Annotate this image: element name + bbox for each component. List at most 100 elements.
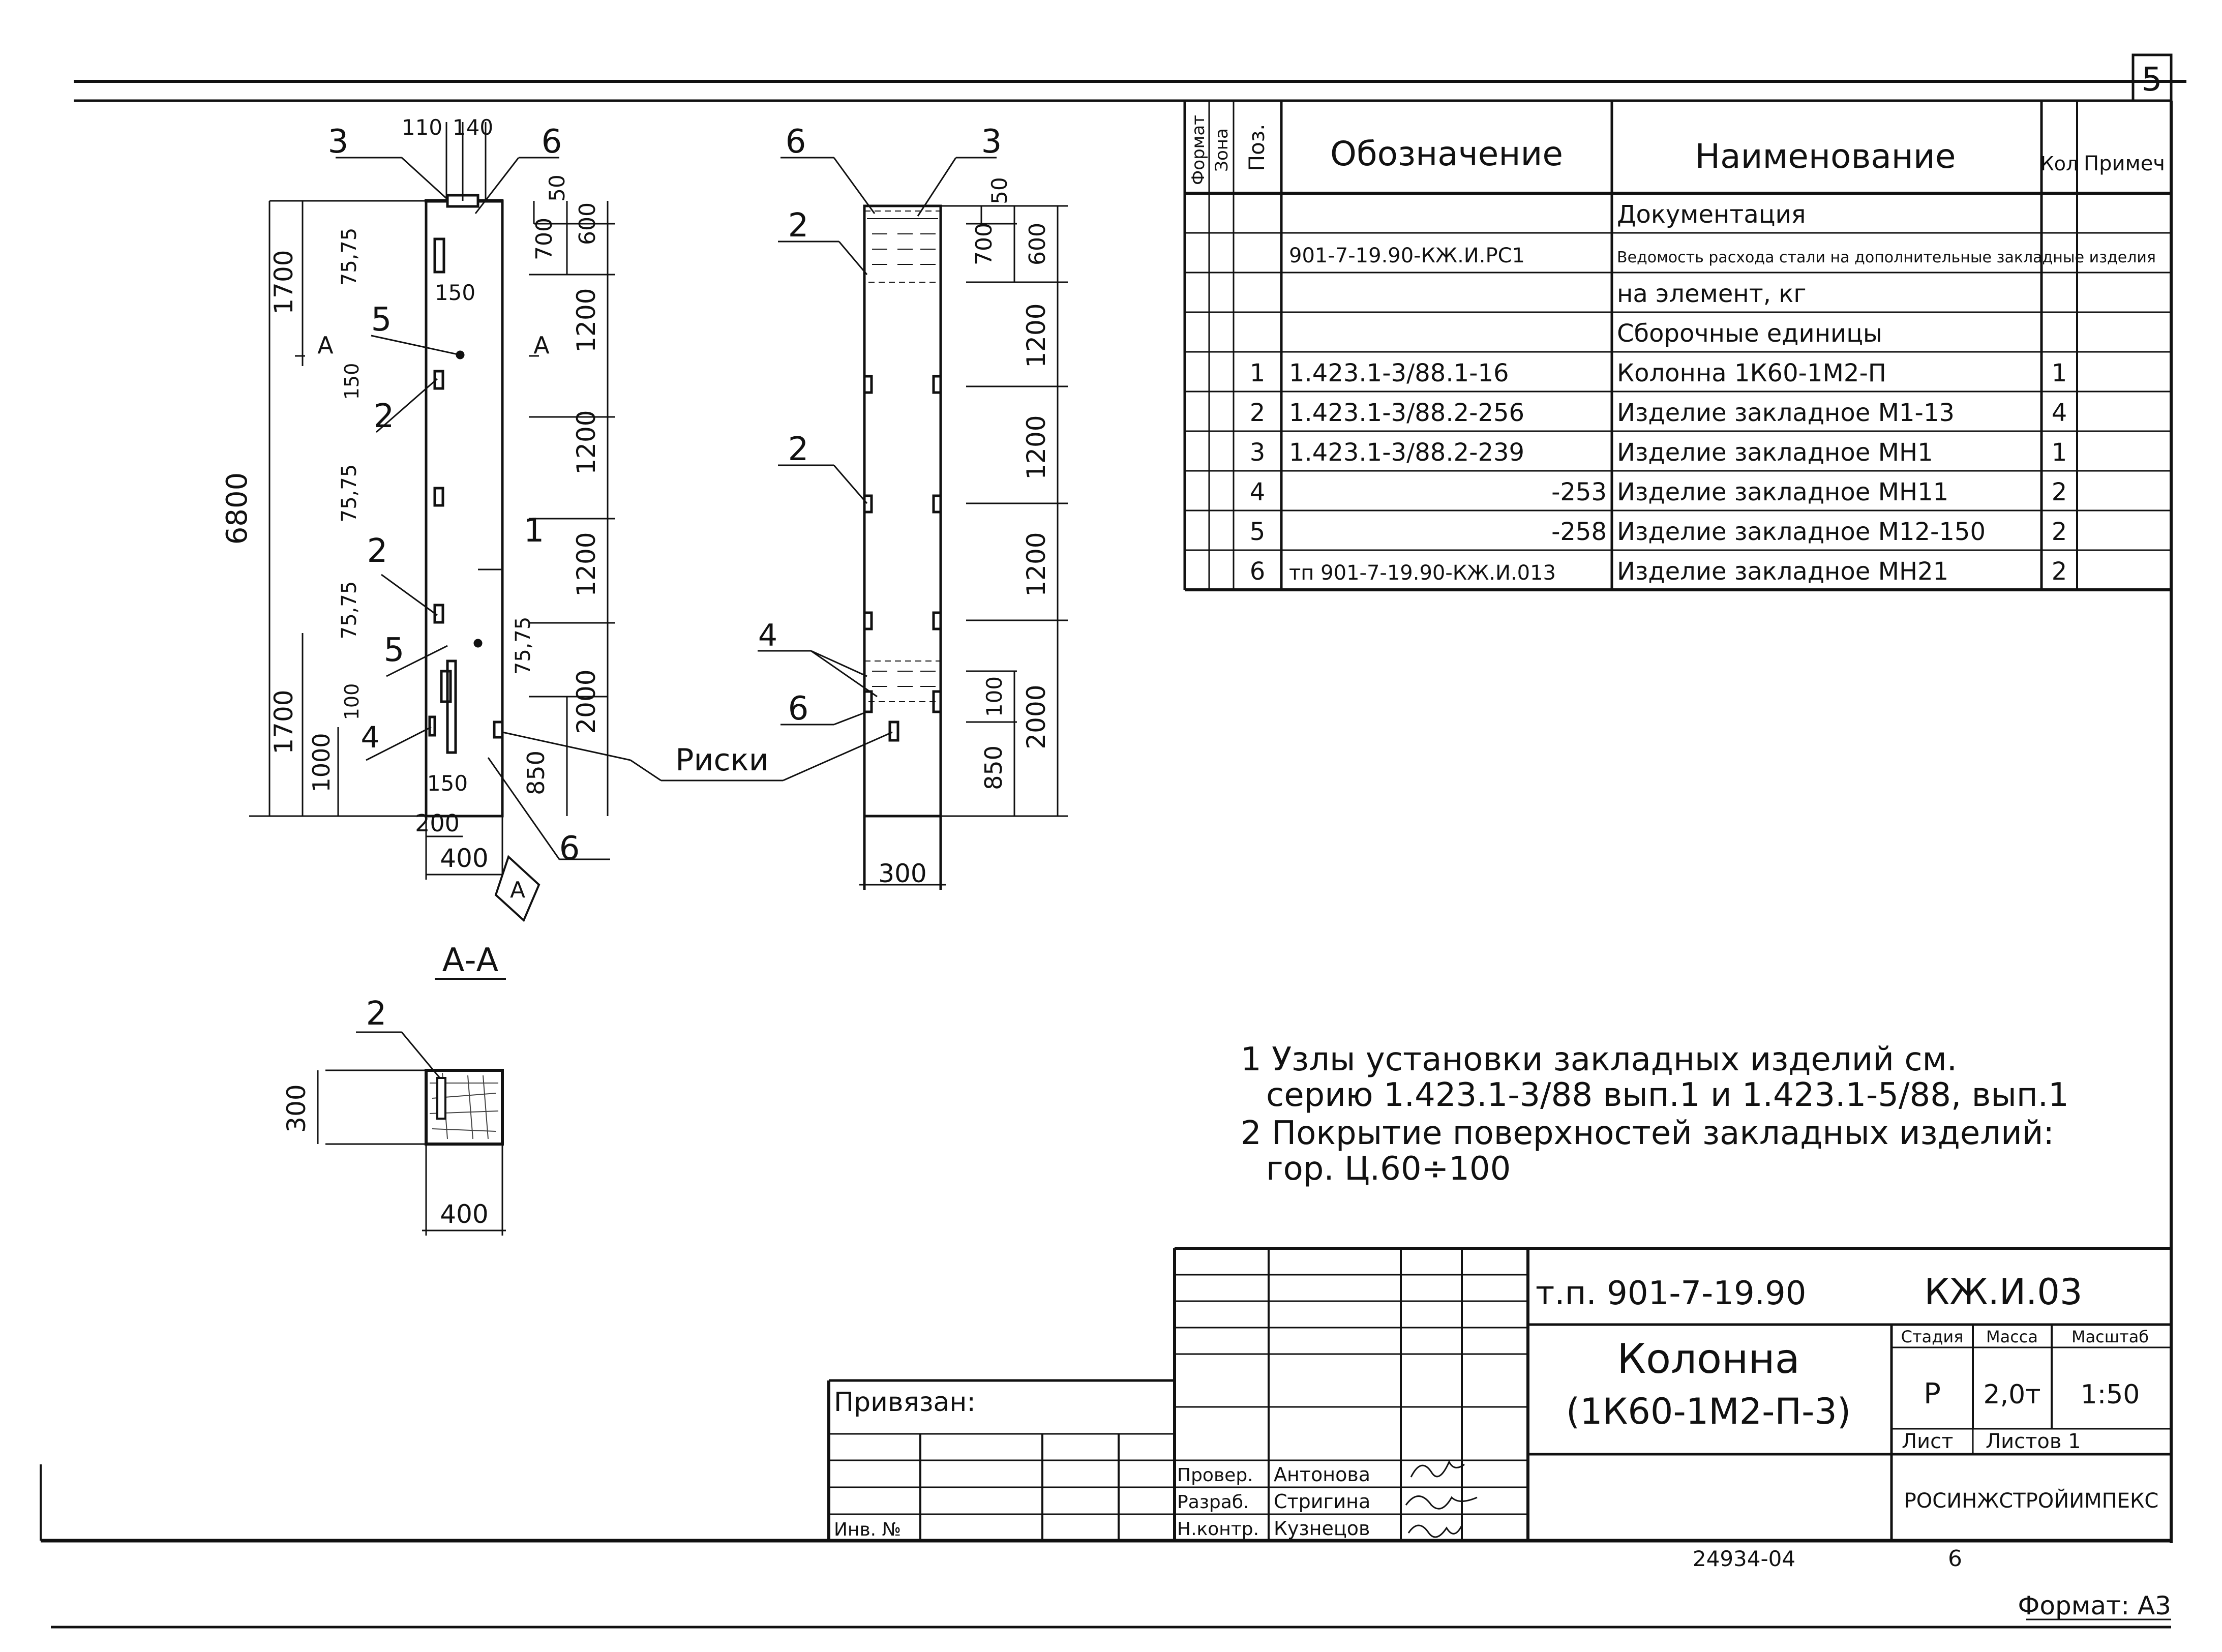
section-title: А-А <box>442 942 499 979</box>
tb-person-3: Кузнецов <box>1274 1517 1370 1540</box>
tb-stage: Р <box>1924 1377 1941 1410</box>
pos-label-r4: 4 <box>758 618 777 653</box>
dim-r50: 50 <box>987 177 1012 204</box>
spec-cell-name: Изделие закладное М1-13 <box>1617 399 1955 427</box>
spec-row: Документация <box>1617 200 1806 229</box>
dim-150-bottom: 150 <box>427 771 468 796</box>
pos-label-6: 6 <box>542 123 562 161</box>
spec-cell-pos: 2 <box>1250 399 1266 427</box>
column-elevation-left <box>425 194 504 818</box>
dim-1200-c: 1200 <box>572 532 601 596</box>
tb-code: КЖ.И.03 <box>1924 1271 2082 1313</box>
spec-cell-name: Документация <box>1617 200 1806 229</box>
footer-stamp: 24934-04 <box>1693 1546 1795 1571</box>
sheet-number: 5 <box>2142 61 2163 99</box>
pos-label-5b: 5 <box>384 632 405 669</box>
dim-6800: 6800 <box>221 472 254 545</box>
dim-r1200a: 1200 <box>1022 303 1051 368</box>
tb-scale: 1:50 <box>2081 1379 2140 1410</box>
left-dimension-lines <box>249 122 615 880</box>
column-elevation-right <box>859 204 946 890</box>
tb-role-2: Разраб. <box>1177 1492 1249 1513</box>
pos-label-r3: 3 <box>981 123 1002 161</box>
spec-cell-designation: 1.423.1-3/88.2-256 <box>1289 399 1524 427</box>
footer-format: Формат: А3 <box>2018 1591 2171 1620</box>
section-a-a <box>317 1031 506 1236</box>
section-marker-a-label: А <box>510 877 525 903</box>
spec-hdr-name: Наименование <box>1695 137 1956 176</box>
note-line-4: гор. Ц.60÷100 <box>1266 1150 1511 1188</box>
spec-cell-name: на элемент, кг <box>1617 280 1806 308</box>
spec-row: на элемент, кг <box>1617 280 1806 308</box>
tb-title-2: (1К60-1М2-П-3) <box>1566 1391 1851 1432</box>
embed-plate-5-long <box>446 659 457 754</box>
dim-1200-b: 1200 <box>572 410 601 474</box>
spec-hdr-note: Примеч <box>2084 152 2165 175</box>
dim-r300: 300 <box>878 859 926 888</box>
pos-label-r2b: 2 <box>788 431 809 468</box>
signatures <box>1405 1460 1478 1538</box>
spec-hdr-designation: Обозначение <box>1330 134 1563 173</box>
right-hatching <box>867 218 938 687</box>
spec-table-rows: Документация 901-7-19.90-КЖ.И.РС1 Ведомост… <box>1250 200 2156 586</box>
dim-1000: 1000 <box>308 733 335 792</box>
section-label-a-left: А <box>317 332 334 359</box>
dim-140: 140 <box>453 115 493 140</box>
dim-r1200c: 1200 <box>1022 532 1051 596</box>
tb-role-1: Провер. <box>1177 1465 1253 1486</box>
spec-cell-name: Ведомость расхода стали на дополнительны… <box>1617 249 2156 266</box>
pos-label-r6b: 6 <box>788 690 809 728</box>
spec-cell-qty: 2 <box>2052 478 2067 506</box>
section-label-a-right: А <box>533 332 550 359</box>
dim-50: 50 <box>545 174 569 201</box>
pos-label-r2a: 2 <box>788 207 809 245</box>
spec-cell-designation: -253 <box>1551 478 1607 506</box>
note-line-2: серию 1.423.1-3/88 вып.1 и 1.423.1-5/88,… <box>1266 1076 2069 1114</box>
spec-cell-name: Сборочные единицы <box>1617 319 1882 348</box>
dim-110: 110 <box>402 115 442 140</box>
title-block-text: т.п. 901-7-19.90 КЖ.И.03 Колонна (1К60-1… <box>834 1271 2158 1540</box>
leader-lines-left <box>336 157 610 860</box>
dim-r100: 100 <box>982 676 1007 717</box>
section-embed-plate <box>436 1077 446 1120</box>
spec-cell-designation: 1.423.1-3/88.1-16 <box>1289 359 1509 387</box>
spec-hdr-zone: Зона <box>1212 128 1232 172</box>
tb-scale-hdr: Масштаб <box>2071 1327 2149 1346</box>
embed-plate-5b <box>473 639 483 648</box>
spec-row: Сборочные единицы <box>1617 319 1882 348</box>
spec-table-header: Формат Зона Поз. Обозначение Наименовани… <box>1188 115 2165 185</box>
tb-person-2: Стригина <box>1274 1490 1370 1513</box>
dim-1700-bottom: 1700 <box>269 689 298 754</box>
spec-cell-qty: 2 <box>2052 557 2067 586</box>
section-marker-a <box>494 855 541 922</box>
tb-inv: Инв. № <box>834 1519 901 1540</box>
tb-privyazan: Привязан: <box>834 1387 976 1418</box>
tb-title-1: Колонна <box>1617 1335 1799 1383</box>
spec-cell-name: Изделие закладное МН1 <box>1617 438 1933 467</box>
section-outline <box>425 1069 504 1146</box>
spec-row: 2 1.423.1-3/88.2-256 Изделие закладное М1-… <box>1250 399 2067 427</box>
spec-cell-designation: -258 <box>1551 518 1607 546</box>
spec-cell-designation: 1.423.1-3/88.2-239 <box>1289 438 1524 467</box>
spec-cell-qty: 1 <box>2052 359 2067 387</box>
dim-400: 400 <box>440 844 488 873</box>
spec-cell-qty: 2 <box>2052 518 2067 546</box>
section-dim-400: 400 <box>440 1199 488 1229</box>
spec-cell-name: Изделие закладное М12-150 <box>1617 518 1986 546</box>
spec-cell-designation: 901-7-19.90-КЖ.И.РС1 <box>1289 244 1525 267</box>
dim-r700: 700 <box>971 223 997 265</box>
dim-r850: 850 <box>980 745 1007 790</box>
riski-label: Риски <box>675 742 768 778</box>
pos-label-r6: 6 <box>786 123 806 161</box>
tb-person-1: Антонова <box>1274 1463 1370 1486</box>
dim-r2000: 2000 <box>1022 684 1051 749</box>
spec-cell-name: Колонна 1К60-1М2-П <box>1617 359 1886 387</box>
dim-100: 100 <box>341 683 363 720</box>
spec-hdr-format: Формат <box>1188 115 1209 185</box>
dim-7575-a: 75,75 <box>338 228 361 286</box>
spec-cell-pos: 4 <box>1250 478 1266 506</box>
right-view-labels: 6 3 2 2 4 6 Риски 300 50 700 600 1200 12… <box>675 123 1051 888</box>
embed-plate-side <box>493 720 504 739</box>
tb-mass: 2,0т <box>1984 1379 2041 1410</box>
